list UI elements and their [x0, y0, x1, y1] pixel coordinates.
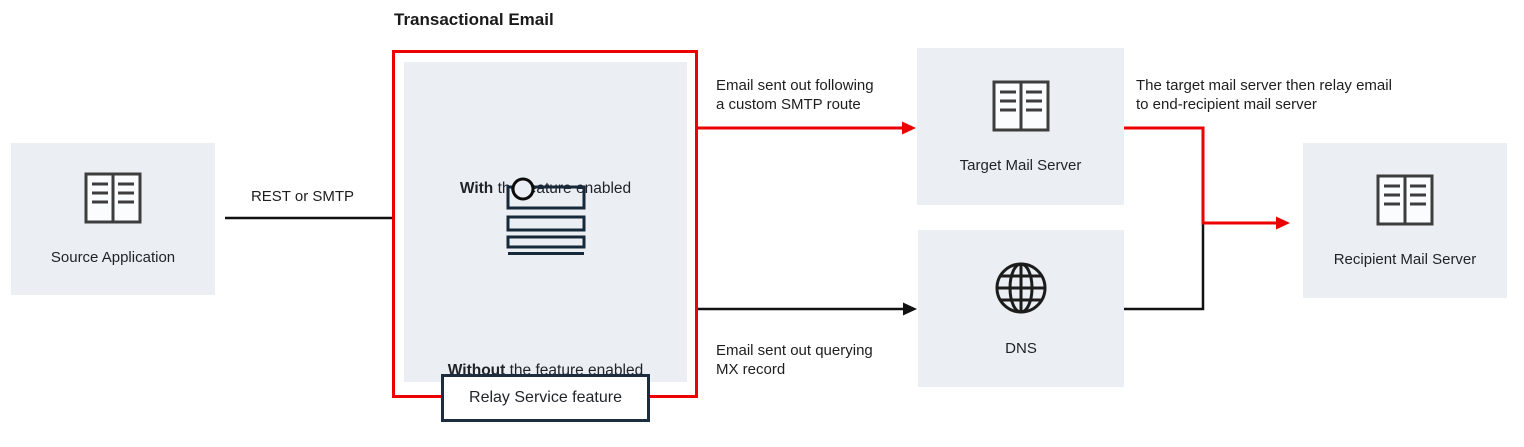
node-target-mail-server: Target Mail Server	[917, 48, 1124, 205]
relay-service-feature-label: Relay Service feature	[469, 389, 622, 406]
node-dns: DNS	[918, 230, 1124, 387]
edge-target-to-recipient	[1124, 126, 1276, 225]
server-icon	[1376, 174, 1434, 225]
feature-toggle-icon	[505, 176, 586, 257]
globe-icon	[995, 262, 1047, 313]
node-source-application: Source Application	[11, 143, 215, 295]
edge-label-rest-smtp: REST or SMTP	[250, 188, 355, 205]
server-icon	[992, 80, 1049, 131]
edge-label-mx-record: Email sent out querying MX record	[716, 342, 873, 378]
edge-label-target-relay: The target mail server then relay email …	[1136, 77, 1392, 113]
node-label-dns: DNS	[1005, 339, 1037, 357]
arrowhead-to-dns	[903, 302, 917, 316]
arrowhead-to-target	[902, 121, 916, 135]
edge-label-custom-route: Email sent out following a custom SMTP r…	[716, 77, 874, 113]
relay-service-feature-box: Relay Service feature	[441, 374, 650, 422]
server-icon	[84, 172, 142, 224]
node-label-recipient: Recipient Mail Server	[1333, 250, 1477, 268]
node-recipient-mail-server: Recipient Mail Server	[1303, 143, 1507, 298]
with-feature-bold: With	[459, 180, 494, 197]
diagram-title: Transactional Email	[394, 10, 554, 29]
node-label-target: Target Mail Server	[959, 156, 1082, 174]
arrowhead-to-recipient	[1276, 216, 1290, 230]
edge-dns-to-junction	[1124, 224, 1205, 311]
relay-feature-panel: With the feature enabled Without the fea…	[404, 62, 687, 382]
node-label-source: Source Application	[50, 249, 176, 266]
